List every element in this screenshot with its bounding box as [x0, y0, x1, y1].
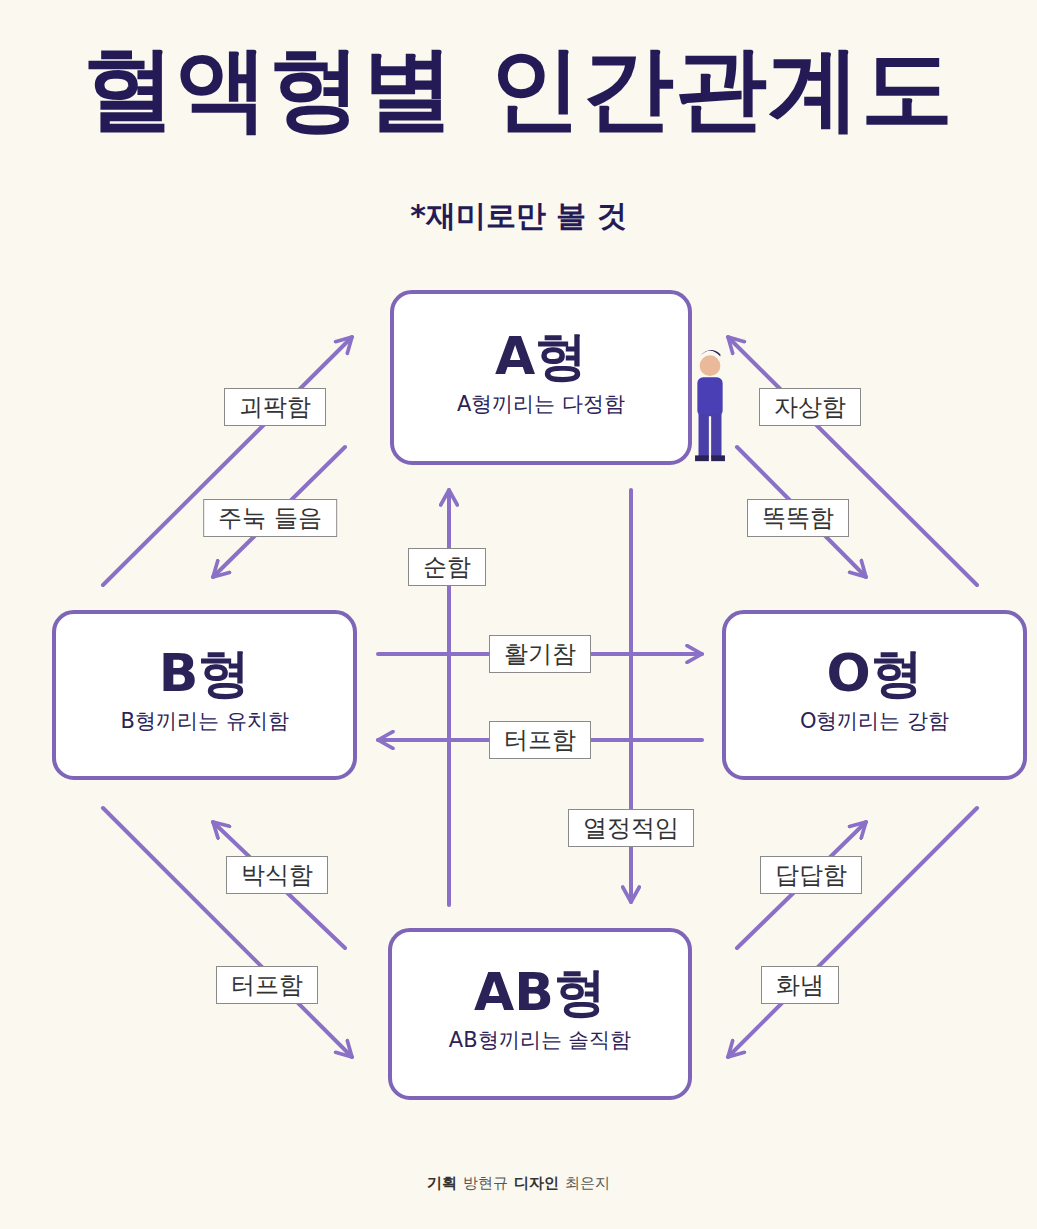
- edge-label: 화냄: [761, 966, 839, 1004]
- edge-label: 활기참: [489, 635, 591, 673]
- title: 혈액형별 인간관계도: [0, 38, 1037, 139]
- edge-label: 주눅 들음: [203, 499, 337, 537]
- edge-label: 터프함: [216, 966, 318, 1004]
- edge-label: 답답함: [760, 856, 862, 894]
- edge-label: 터프함: [489, 721, 591, 759]
- credit-name: 최은지: [565, 1174, 610, 1192]
- box-description: A형끼리는 다정함: [457, 391, 625, 418]
- relation-arrow: [213, 822, 345, 948]
- credit-name: 방현규: [463, 1174, 508, 1192]
- box-heading: O형: [826, 644, 922, 704]
- blood-type-box: B형 B형끼리는 유치함: [52, 610, 357, 780]
- blood-type-box: A형 A형끼리는 다정함: [390, 290, 692, 465]
- blood-type-box: O형 O형끼리는 강함: [722, 610, 1027, 780]
- box-description: B형끼리는 유치함: [120, 708, 288, 735]
- edge-label: 똑똑함: [747, 499, 849, 537]
- box-description: O형끼리는 강함: [800, 708, 949, 735]
- box-description: AB형끼리는 솔직함: [449, 1027, 631, 1054]
- relation-arrow: [103, 808, 352, 1057]
- edge-label: 순함: [408, 548, 486, 586]
- edge-label: 박식함: [226, 856, 328, 894]
- relation-arrow: [103, 337, 352, 585]
- credits: 기획 방현규 디자인 최은지: [0, 1174, 1037, 1193]
- edge-label: 자상함: [759, 388, 861, 426]
- edge-label: 괴팍함: [224, 388, 326, 426]
- credit-role: 기획: [427, 1174, 457, 1192]
- blood-type-box: AB형 AB형끼리는 솔직함: [388, 928, 692, 1100]
- credit-role: 디자인: [514, 1174, 559, 1192]
- caption: *재미로만 볼 것: [0, 196, 1037, 237]
- relation-arrow: [728, 808, 977, 1057]
- box-heading: B형: [159, 644, 251, 704]
- person-figure: [695, 350, 725, 461]
- box-heading: A형: [495, 327, 587, 387]
- relation-arrow: [737, 447, 866, 577]
- relation-arrow: [737, 822, 866, 948]
- relation-arrow: [728, 337, 977, 585]
- box-heading: AB형: [474, 963, 606, 1023]
- edge-label: 열정적임: [568, 809, 694, 847]
